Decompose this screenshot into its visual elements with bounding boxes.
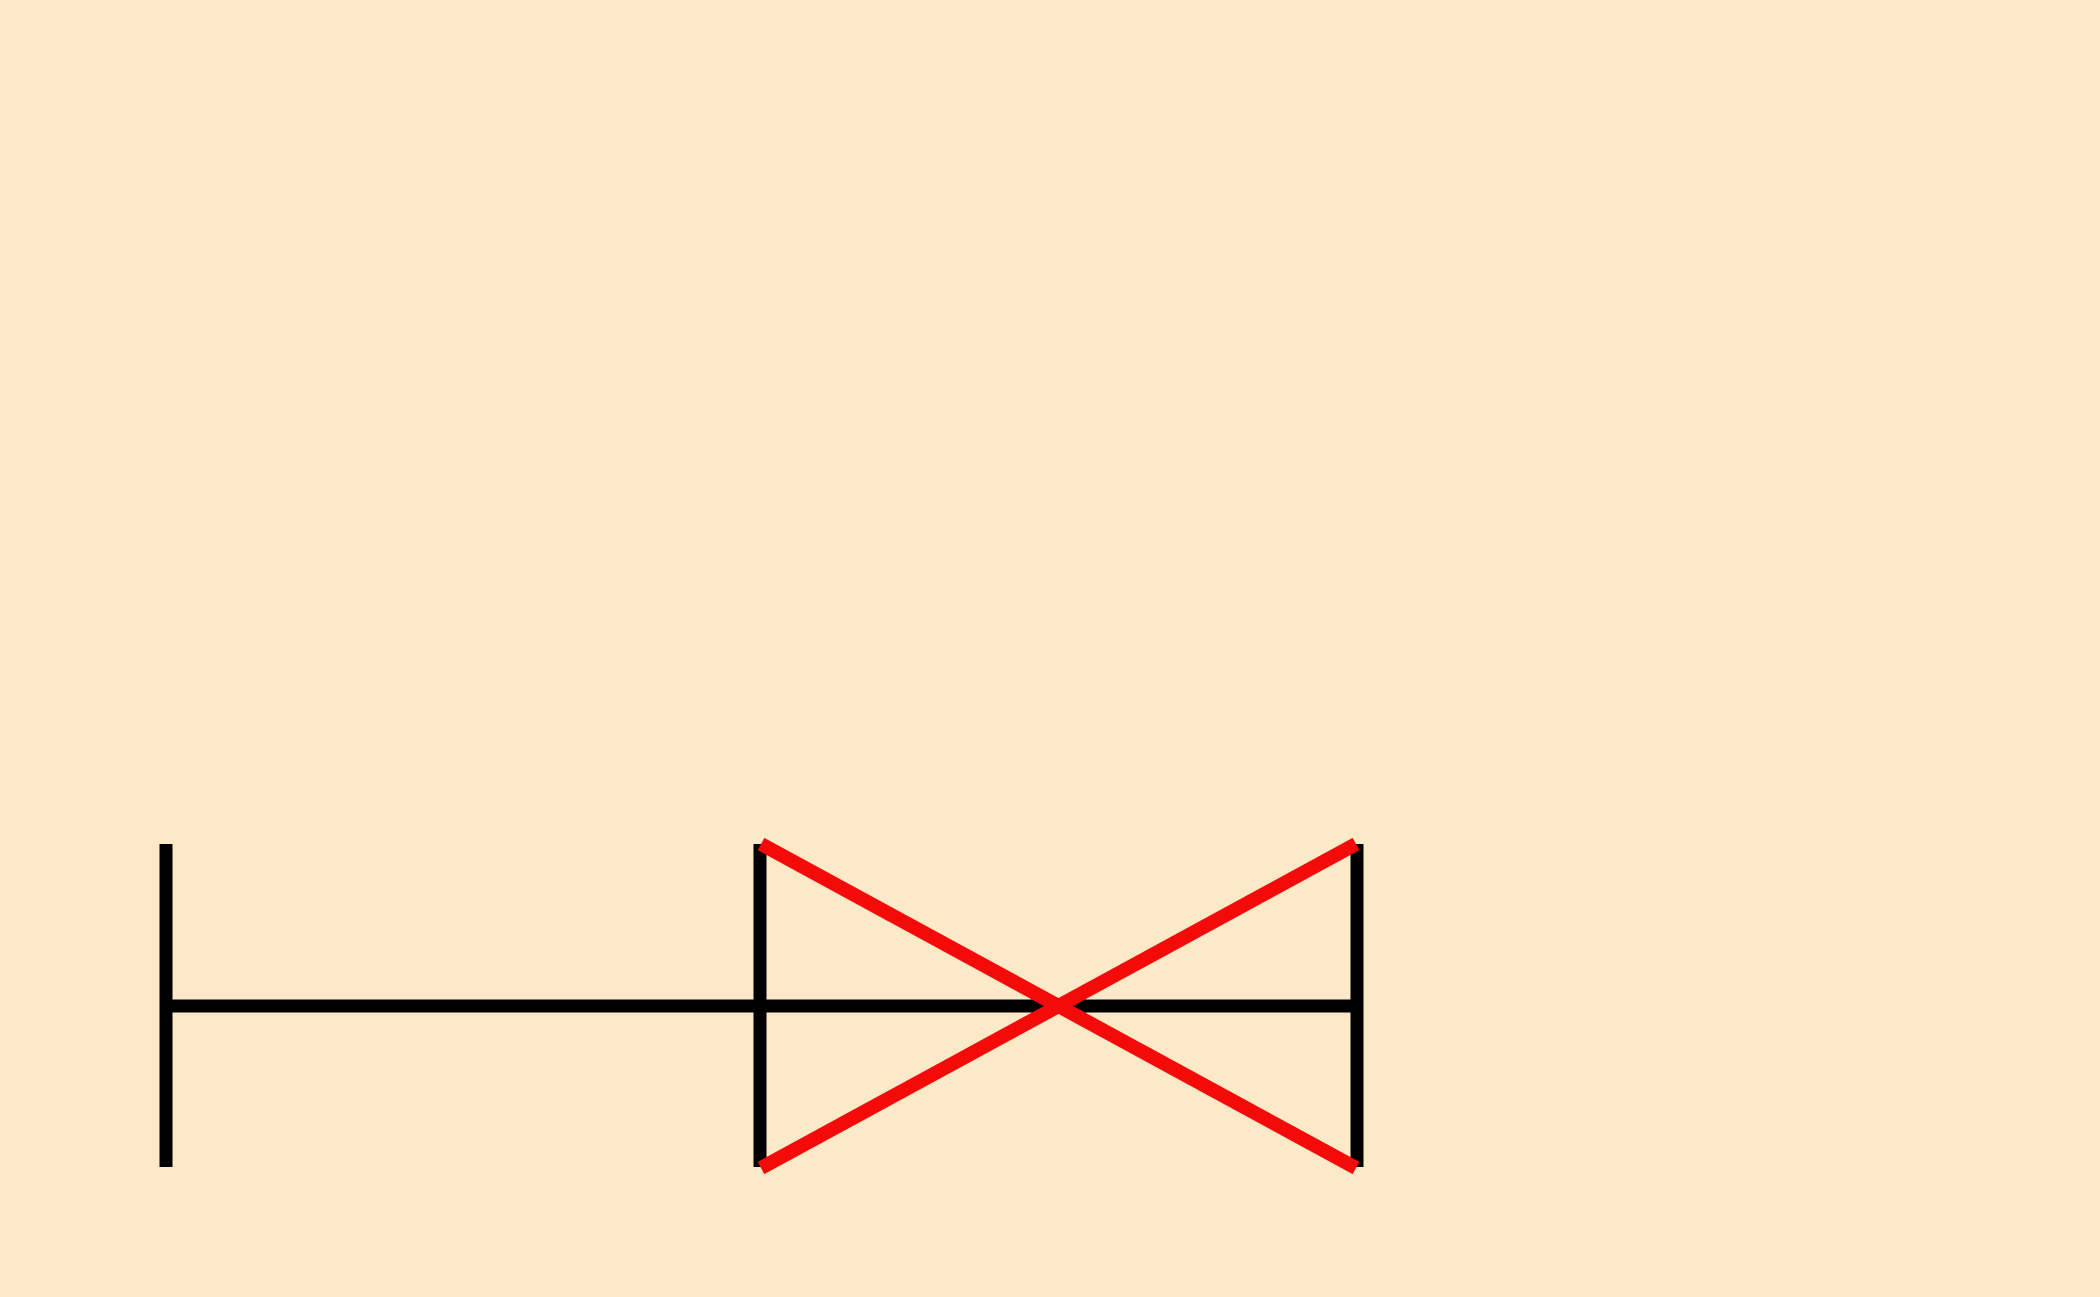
black-segments — [159, 844, 1364, 1167]
cross-diagonal-up — [757, 837, 1360, 1175]
red-cross — [757, 837, 1360, 1175]
